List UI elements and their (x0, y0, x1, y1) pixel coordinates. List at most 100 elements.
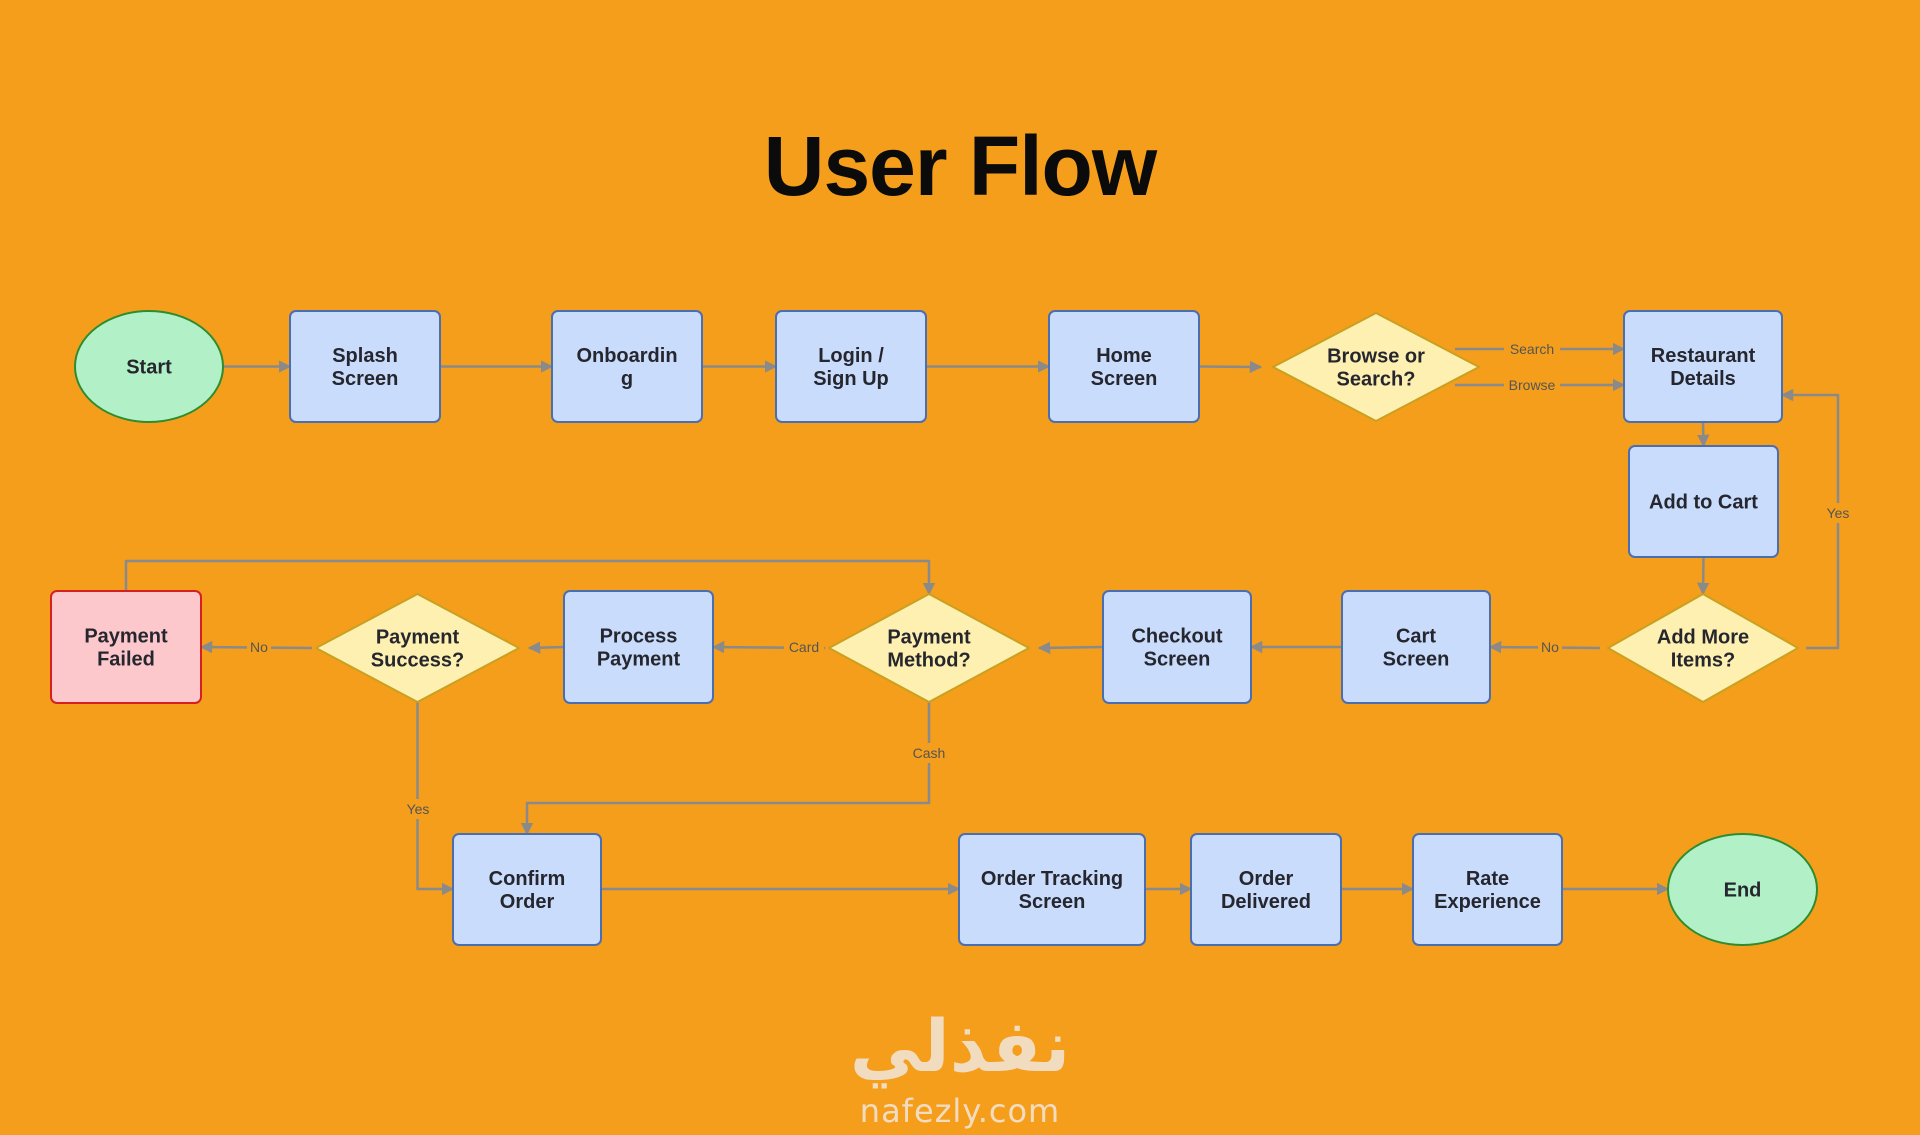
error-box (50, 590, 202, 704)
process-box (1412, 833, 1563, 946)
edge-paysuccess-to-confirm (416, 702, 455, 896)
node-label: Home (1096, 345, 1152, 367)
node-label: End (1724, 880, 1762, 902)
process-box (1623, 310, 1783, 423)
node-label: Start (126, 357, 172, 379)
node-label: Order (500, 891, 555, 913)
node-label: Order (1239, 868, 1294, 890)
node-label: Onboardin (576, 345, 677, 367)
process-box (452, 833, 602, 946)
process-box (1341, 590, 1491, 704)
edge-label-background (402, 799, 434, 819)
node-label: Screen (1091, 368, 1158, 390)
node-label: Experience (1434, 891, 1541, 913)
edge-payfailed-to-paymethod (124, 559, 936, 596)
watermark-logo-arabic: نفذلي (849, 1004, 1071, 1088)
node-label: Restaurant (1651, 345, 1756, 367)
edge-label-background (784, 637, 824, 657)
decision-diamond (1272, 312, 1480, 422)
process-box (1628, 445, 1779, 558)
edge-restaurant-to-addcart (1697, 421, 1710, 448)
node-end: End (1667, 833, 1818, 946)
node-label: Browse or (1327, 346, 1425, 368)
edge-label-background (1822, 503, 1854, 523)
node-label: Screen (332, 368, 399, 390)
edge-label: No (1541, 639, 1559, 655)
edge-label-background (1504, 339, 1560, 359)
process-box (563, 590, 714, 704)
node-label: Process (600, 626, 678, 648)
node-label: Payment (376, 627, 460, 649)
edge-label: Yes (1827, 505, 1850, 521)
node-label: Payment (597, 649, 681, 671)
diagram-title: User Flow (763, 119, 1157, 213)
edge-process-to-paysuccess (527, 641, 565, 654)
node-label: Screen (1144, 649, 1211, 671)
node-label: Sign Up (813, 368, 889, 390)
edge-home-to-browse (1198, 360, 1263, 374)
edge-label: Search (1510, 341, 1554, 357)
node-label: Payment (887, 627, 971, 649)
terminal-oval (1667, 833, 1818, 946)
terminal-oval (74, 310, 224, 423)
node-label: Method? (887, 650, 970, 672)
node-label: Cart (1396, 626, 1436, 648)
edge-label-background (1538, 637, 1562, 657)
process-box (1048, 310, 1200, 423)
process-box (958, 833, 1146, 946)
edge-label: Browse (1509, 377, 1556, 393)
node-label: Rate (1466, 868, 1509, 890)
edge-checkout-to-paymethod (1037, 641, 1104, 655)
node-label: g (621, 368, 633, 390)
node-label: Login / (818, 345, 884, 367)
node-label: Splash (332, 345, 398, 367)
node-login: Login /Sign Up (775, 310, 927, 423)
watermark-logo-url: nafezly.com (859, 1092, 1061, 1130)
node-label: Success? (371, 650, 464, 672)
decision-diamond (828, 593, 1030, 703)
process-box (1102, 590, 1252, 704)
node-label: Delivered (1221, 891, 1311, 913)
decision-diamond (315, 593, 520, 703)
process-box (775, 310, 927, 423)
node-label: Failed (97, 649, 155, 671)
node-label: Screen (1383, 649, 1450, 671)
edge-label: Card (789, 639, 819, 655)
node-addcart: Add to Cart (1628, 445, 1779, 558)
process-box (289, 310, 441, 423)
node-label: Details (1670, 368, 1736, 390)
node-label: Search? (1337, 369, 1416, 391)
node-label: Items? (1671, 650, 1735, 672)
node-label: Add More (1657, 627, 1749, 649)
node-label: Order Tracking (981, 868, 1123, 890)
edge-label: No (250, 639, 268, 655)
node-start: Start (74, 310, 224, 423)
edge-label: Yes (407, 801, 430, 817)
node-label: Payment (84, 626, 168, 648)
node-label: Add to Cart (1649, 492, 1758, 514)
process-box (551, 310, 703, 423)
node-label: Screen (1019, 891, 1086, 913)
edge-label-background (1504, 375, 1560, 395)
edge-addcart-to-addmore (1696, 556, 1710, 596)
edge-label-background (909, 743, 949, 763)
node-label: Confirm (489, 868, 566, 890)
edge-label-background (247, 637, 271, 657)
decision-diamond (1607, 593, 1799, 703)
edge-label: Cash (913, 745, 946, 761)
